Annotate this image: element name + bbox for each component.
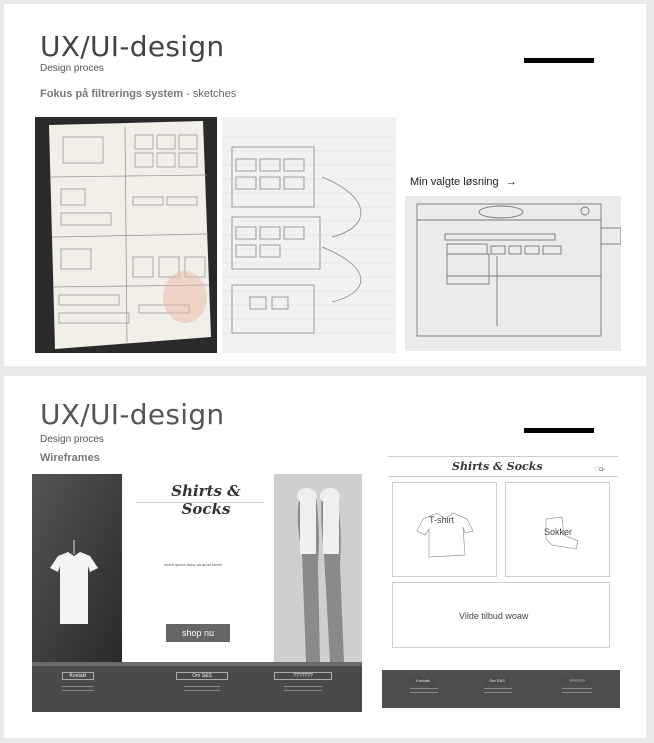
footer-line: [184, 690, 220, 691]
tshirt-icon: [32, 474, 122, 662]
slide-subtitle: Design proces: [40, 434, 104, 445]
mobile-logo: Shirts & Socks: [452, 460, 543, 473]
sketch-photo-2: [222, 117, 396, 353]
card-socks[interactable]: Sokker: [505, 482, 610, 577]
footer-about-link[interactable]: Om S&S: [176, 672, 228, 680]
sketch-photo-1: [35, 117, 217, 353]
header-icons: ♡◘▫: [594, 466, 605, 473]
desktop-logo: Shirts & Socks: [171, 482, 241, 518]
footer-line: [484, 692, 512, 693]
heart-icon[interactable]: ♡: [594, 467, 600, 473]
header-top-line: [388, 456, 618, 457]
tagline: lorem ipsum dolor sit amet lorem: [164, 562, 223, 567]
sketch-paper-3: [405, 196, 621, 351]
caption-text: Min valgte løsning: [410, 176, 499, 188]
tshirt-sketch-icon: [416, 512, 474, 558]
footer-top-strip: [32, 662, 362, 666]
logo-underline: [136, 502, 264, 503]
desktop-footer: Kontakt Om S&S ???????: [32, 666, 362, 712]
slide-heading: Wireframes: [40, 452, 100, 464]
footer-line: [410, 688, 438, 689]
footer-other-link[interactable]: ???????: [562, 678, 592, 685]
footer-line: [62, 686, 94, 687]
slide-sketches: UX/UI-design Design proces Fokus på filt…: [4, 4, 646, 366]
footer-line: [284, 690, 322, 691]
card-offer[interactable]: Vilde tilbud woaw: [392, 582, 610, 648]
arrow-icon: →: [505, 176, 517, 188]
heading-bold: Wireframes: [40, 452, 100, 464]
socks-photo: [274, 474, 362, 662]
shop-now-button[interactable]: shop nu: [166, 624, 230, 642]
slide-title: UX/UI-design: [40, 398, 225, 431]
footer-contact-link[interactable]: Kontakt: [410, 678, 436, 685]
sketch-paper-1: [49, 121, 211, 349]
sock-sketch-icon: [545, 516, 579, 550]
card-tshirt-label: T-shirt: [429, 515, 455, 525]
accent-bar: [524, 428, 594, 433]
footer-contact-link[interactable]: Kontakt: [62, 672, 94, 680]
sketch-paper-2: [222, 117, 396, 353]
cart-icon[interactable]: ▫: [603, 467, 606, 473]
slide-wireframes: UX/UI-design Design proces Wireframes Sh…: [4, 376, 646, 738]
user-icon[interactable]: ◘: [599, 467, 604, 473]
mobile-footer: Kontakt Om S&S ???????: [382, 670, 620, 708]
slide-heading: Fokus på filtrerings system - sketches: [40, 88, 236, 100]
footer-line: [184, 686, 220, 687]
tshirt-photo: [32, 474, 122, 662]
heading-rest: - sketches: [183, 88, 237, 100]
sketch-photo-3: [405, 196, 621, 351]
caption-chosen-solution: Min valgte løsning →: [410, 176, 517, 188]
footer-line: [410, 692, 438, 693]
header-bottom-line: [388, 476, 618, 477]
desktop-wireframe: Shirts & Socks lorem ipsum dolor sit ame…: [32, 474, 362, 712]
footer-other-link[interactable]: ???????: [274, 672, 332, 680]
footer-line: [62, 690, 94, 691]
slide-subtitle: Design proces: [40, 63, 104, 74]
heading-bold: Fokus på filtrerings system: [40, 88, 184, 100]
accent-bar: [524, 58, 594, 63]
slide-title: UX/UI-design: [40, 30, 225, 63]
footer-about-link[interactable]: Om S&S: [484, 678, 510, 685]
footer-line: [484, 688, 512, 689]
card-socks-label: Sokker: [544, 527, 573, 537]
card-offer-label: Vilde tilbud woaw: [459, 611, 529, 621]
footer-line: [562, 688, 592, 689]
legs-icon: [297, 488, 344, 662]
footer-line: [284, 686, 322, 687]
card-tshirt[interactable]: T-shirt: [392, 482, 497, 577]
footer-line: [562, 692, 592, 693]
mobile-wireframe: Shirts & Socks ♡◘▫ T-shirt Sokker Vilde …: [382, 452, 620, 712]
